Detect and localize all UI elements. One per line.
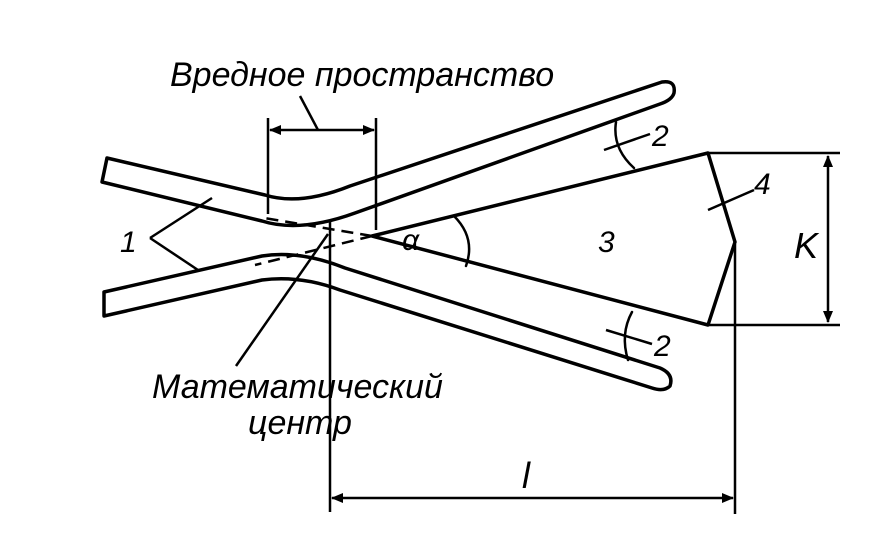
label-1-leader-upper — [149, 196, 213, 240]
core-extension-dashed-upper — [254, 234, 373, 267]
core-extension-dashed-lower — [263, 216, 373, 238]
label-2-bottom: 2 — [653, 330, 671, 363]
label-2-top-leader — [603, 132, 651, 152]
dim-l-label: l — [522, 455, 531, 496]
label-3: 3 — [598, 226, 615, 259]
label-2-top-arc — [614, 120, 636, 170]
alpha-angle-arc — [452, 214, 471, 268]
label-2-top: 2 — [651, 120, 669, 153]
dim-k-label: K — [794, 225, 820, 266]
harmful-space-leader — [298, 95, 320, 131]
label-1-leader-lower — [149, 236, 199, 272]
label-2-bottom-leader — [605, 328, 653, 346]
label-1: 1 — [120, 226, 137, 259]
label-4: 4 — [754, 168, 771, 201]
label-4-leader — [707, 188, 755, 212]
math-center-label-line2: центр — [248, 404, 352, 442]
lower-wing-rail — [102, 252, 673, 392]
harmful-space-label: Вредное пространство — [170, 56, 554, 94]
math-center-leader — [234, 233, 330, 367]
alpha-label: α — [402, 224, 420, 257]
frog-core — [370, 151, 737, 327]
upper-wing-rail — [100, 79, 676, 228]
math-center-label-line1: Математический — [152, 368, 443, 406]
